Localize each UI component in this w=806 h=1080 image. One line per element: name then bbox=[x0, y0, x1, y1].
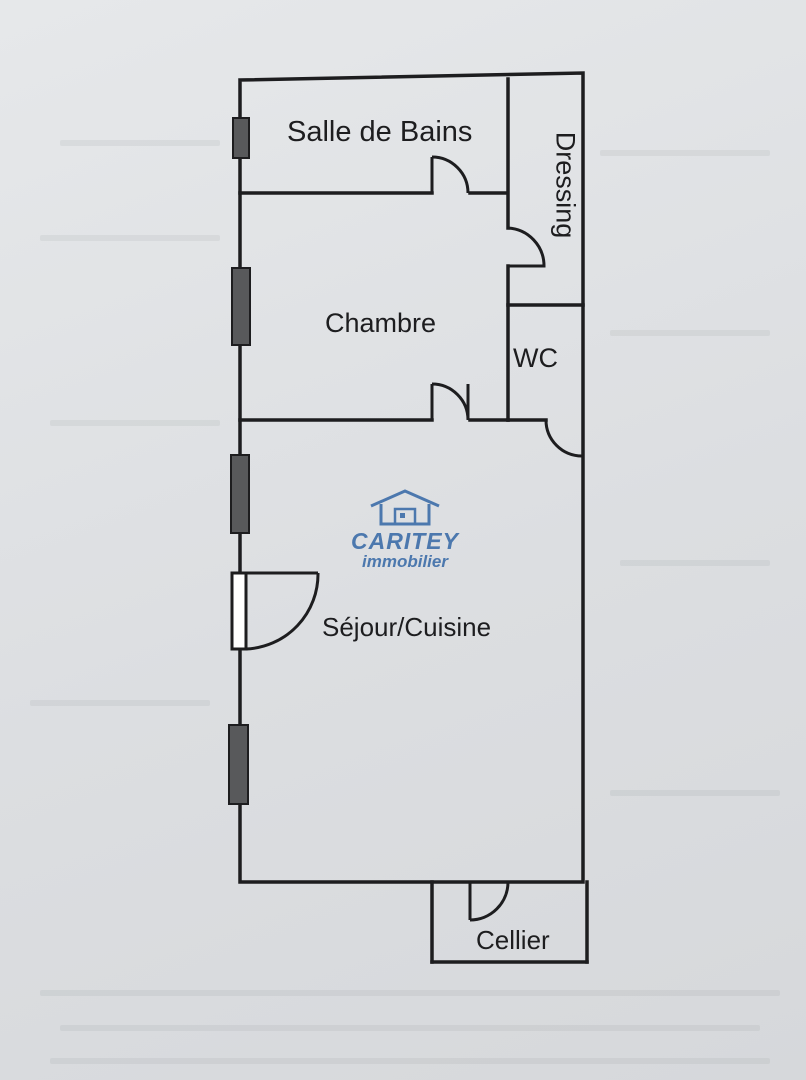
window-bathroom bbox=[232, 117, 250, 159]
faded-text-line bbox=[610, 330, 770, 336]
faded-text-line bbox=[40, 235, 220, 241]
faded-text-line bbox=[600, 150, 770, 156]
door-cellier-swing bbox=[469, 881, 510, 922]
door-wc-swing bbox=[544, 419, 583, 458]
window-living-upper bbox=[230, 454, 250, 534]
door-dressing-swing bbox=[507, 226, 546, 268]
room-label-living-kitchen: Séjour/Cuisine bbox=[322, 612, 492, 642]
room-label-cellar: Cellier bbox=[476, 925, 550, 955]
door-bedroom-swing bbox=[431, 382, 470, 421]
window-living-lower bbox=[228, 724, 249, 805]
watermark-subtitle: immobilier bbox=[362, 552, 448, 571]
faded-text-line bbox=[60, 1025, 760, 1031]
entrance-door-swing bbox=[245, 572, 320, 651]
faded-text-line bbox=[40, 990, 780, 996]
entrance-door-frame bbox=[230, 571, 248, 651]
room-label-bedroom: Chambre bbox=[325, 308, 437, 338]
faded-text-line bbox=[60, 140, 220, 146]
faded-text-line bbox=[50, 1058, 770, 1064]
door-bathroom-swing bbox=[431, 155, 470, 194]
faded-text-line bbox=[30, 700, 210, 706]
house-icon bbox=[370, 489, 440, 526]
faded-text-line bbox=[610, 790, 780, 796]
faded-text-line bbox=[620, 560, 770, 566]
room-label-bathroom: Salle de Bains bbox=[287, 116, 473, 148]
watermark-name: CARITEY bbox=[351, 528, 459, 554]
faded-text-line bbox=[50, 420, 220, 426]
window-bedroom bbox=[231, 267, 251, 346]
room-label-wc: WC bbox=[513, 343, 558, 373]
room-label-dressing: Dressing bbox=[550, 131, 581, 239]
watermark-logo: CARITEY immobilier bbox=[330, 488, 480, 578]
